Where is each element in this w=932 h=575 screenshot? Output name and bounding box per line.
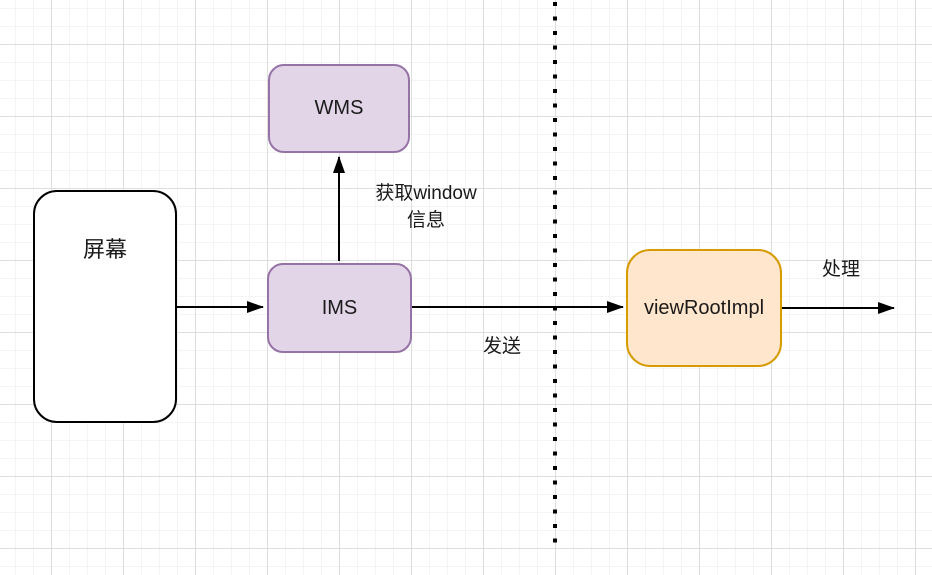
node-screen-label: 屏幕: [82, 237, 127, 262]
node-wms: WMS: [268, 64, 410, 153]
node-ims: IMS: [267, 263, 412, 353]
edge-label-handle: 处理: [821, 259, 860, 280]
node-screen: 屏幕: [33, 190, 177, 423]
edge-label-send: 发送: [482, 336, 521, 357]
edge-label-get-window-info: 获取window 信息: [375, 183, 477, 231]
node-wms-label: WMS: [314, 97, 364, 119]
node-viewrootimpl-label: viewRootImpl: [643, 296, 765, 319]
node-ims-label: IMS: [321, 296, 358, 319]
node-viewrootimpl: viewRootImpl: [626, 249, 782, 367]
